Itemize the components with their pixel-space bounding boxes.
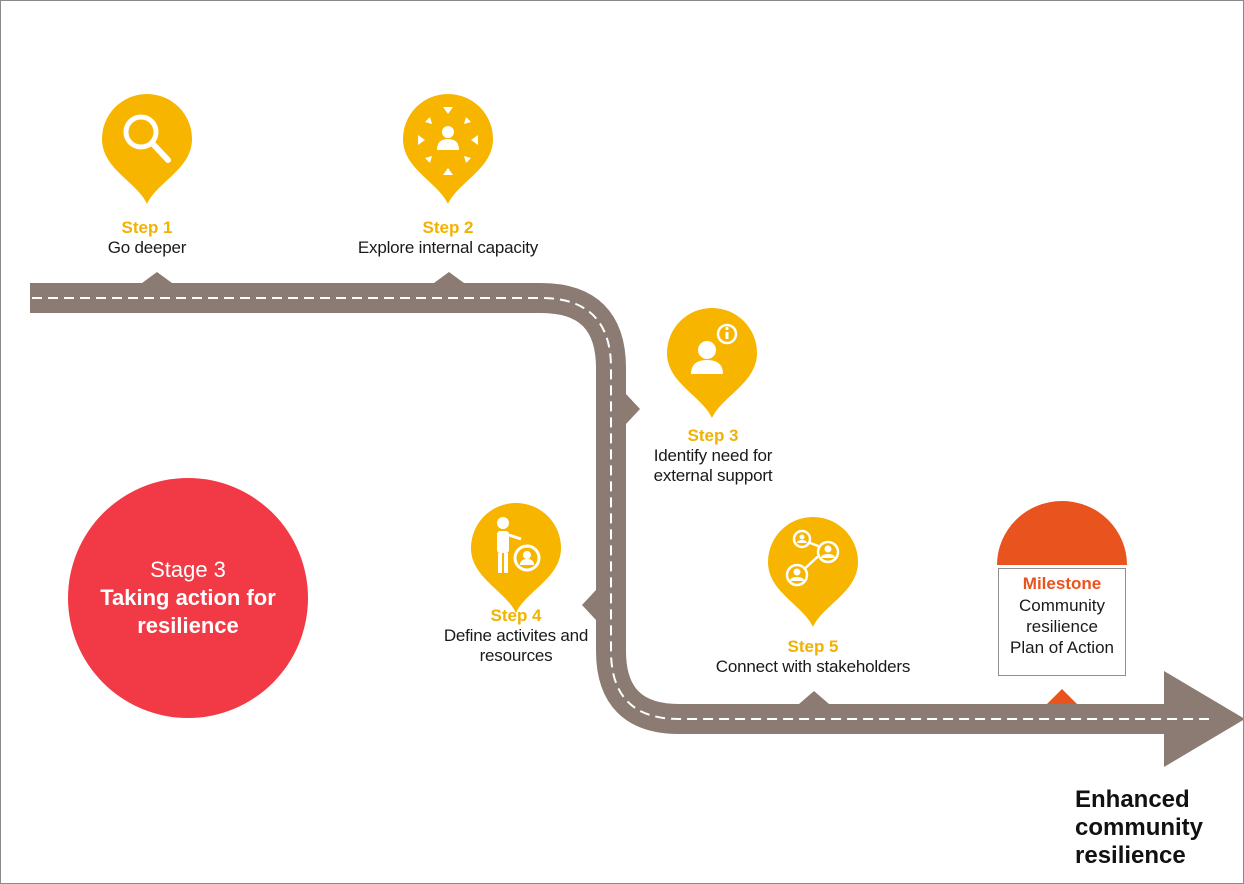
step5-desc: Connect with stakeholders xyxy=(715,657,911,676)
road-notch-step2 xyxy=(434,272,464,283)
step3-title: Step 3 xyxy=(687,426,739,445)
inward-arrows-person-icon xyxy=(418,107,478,175)
network-people-icon xyxy=(785,529,840,587)
step2-desc: Explore internal capacity xyxy=(357,238,539,257)
step1-title: Step 1 xyxy=(121,218,173,237)
step2-title: Step 2 xyxy=(422,218,474,237)
step2-pin xyxy=(403,94,493,204)
step3-desc: Identify need for external support xyxy=(653,446,773,485)
magnifier-icon xyxy=(123,114,171,163)
step3-pin xyxy=(667,308,757,418)
step5-label: Step 5 Connect with stakeholders xyxy=(683,637,943,677)
step5-pin xyxy=(768,517,858,627)
road-notch-step3 xyxy=(626,394,640,424)
step4-pin xyxy=(471,503,561,613)
road-notch-step4 xyxy=(582,590,596,620)
step4-label: Step 4 Define activites and resources xyxy=(431,606,601,666)
milestone-dome xyxy=(997,501,1127,565)
road-notch-milestone xyxy=(1047,689,1077,704)
milestone-desc: Community resilience Plan of Action xyxy=(1010,596,1114,657)
step3-label: Step 3 Identify need for external suppor… xyxy=(633,426,793,486)
step2-label: Step 2 Explore internal capacity xyxy=(323,218,573,258)
step1-label: Step 1 Go deeper xyxy=(57,218,237,258)
step1-desc: Go deeper xyxy=(107,238,187,257)
step4-title: Step 4 xyxy=(490,606,542,625)
step1-pin xyxy=(102,94,192,204)
step4-desc: Define activites and resources xyxy=(443,626,589,665)
outcome-label: Enhanced community resilience xyxy=(1075,786,1204,869)
road-notch-step5 xyxy=(799,691,829,704)
person-info-icon xyxy=(691,323,738,374)
step5-title: Step 5 xyxy=(787,637,839,656)
stage-circle: Stage 3 Taking action for resilience xyxy=(68,478,308,718)
person-presenting-icon xyxy=(497,517,541,573)
stage-label: Stage 3 xyxy=(150,557,226,582)
milestone-box: Milestone Community resilience Plan of A… xyxy=(998,568,1126,676)
milestone-title: Milestone xyxy=(1022,574,1102,593)
road-dashes xyxy=(32,297,1209,720)
stage-title: Taking action for resilience xyxy=(100,585,276,638)
road-notch-step1 xyxy=(142,272,172,283)
